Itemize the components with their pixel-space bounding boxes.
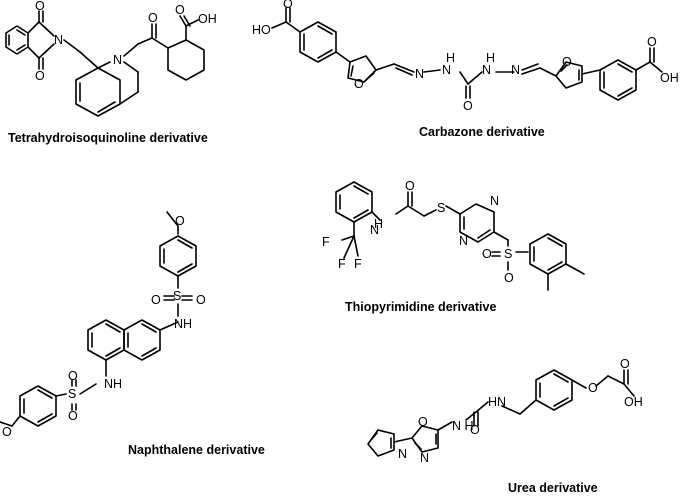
atom-O: O [504,271,514,285]
atom-HN: HN [488,395,506,409]
atom-NH: NH [174,317,192,331]
naphthalene-structure: O S O O NH NH S O O O [0,211,206,439]
atom-NH: NH [104,377,122,391]
atom-O: O [562,55,572,69]
atom-N: N [442,63,451,77]
atom-H: H [374,217,383,231]
atom-S: S [504,247,512,261]
thiopyrimidine-structure: O N H S N N S O O F F F [322,179,585,291]
atom-N: N [398,447,407,461]
atom-H: H [486,51,495,65]
atom-O: O [647,35,657,49]
atom-OH: OH [198,12,217,26]
atom-S: S [437,201,445,215]
atom-O: O [463,99,473,113]
atom-O: O [283,0,293,11]
atom-O: O [196,293,206,307]
caption-tetrahydroisoquinoline: Tetrahydroisoquinoline derivative [8,131,208,145]
atom-N: N [420,451,429,465]
carbazone-structure: HO O O N N H N H N O O O OH [252,0,679,113]
atom-O: O [588,381,598,395]
atom-H: H [446,51,455,65]
atom-HO: HO [252,23,271,37]
atom-O: O [68,369,78,383]
atom-F: F [322,235,330,249]
atom-OH: OH [624,395,643,409]
atom-O: O [418,415,428,429]
atom-O: O [35,0,45,13]
atom-F: F [338,257,346,271]
atom-F: F [354,257,362,271]
atom-N: N [54,33,63,47]
atom-O: O [175,214,185,228]
atom-N: N [415,67,424,81]
atom-N: N [511,63,520,77]
atom-O: O [151,293,161,307]
atom-O: O [354,77,364,91]
atom-N: N [459,234,468,248]
atom-O: O [175,3,185,17]
atom-O: O [35,69,45,83]
caption-naphthalene: Naphthalene derivative [128,443,265,457]
atom-N: N [490,194,499,208]
atom-O: O [482,247,492,261]
atom-OH: OH [660,71,679,85]
atom-O: O [68,409,78,423]
atom-N: N [482,63,491,77]
atom-O: O [470,423,480,437]
atom-O: O [405,179,415,193]
atom-O: O [2,425,12,439]
atom-S: S [173,289,181,303]
tetrahydroisoquinoline-structure: O O N N O O OH [5,0,217,117]
atom-N: N [113,53,122,67]
urea-structure: O N N N H O HN O O OH [367,357,643,465]
atom-O: O [620,357,630,371]
caption-thiopyrimidine: Thiopyrimidine derivative [345,300,496,314]
atom-S: S [68,387,76,401]
caption-carbazone: Carbazone derivative [419,125,545,139]
atom-N-H: N H [452,419,474,433]
caption-urea: Urea derivative [508,481,598,495]
atom-N: N [370,223,379,237]
atom-O: O [148,11,158,25]
